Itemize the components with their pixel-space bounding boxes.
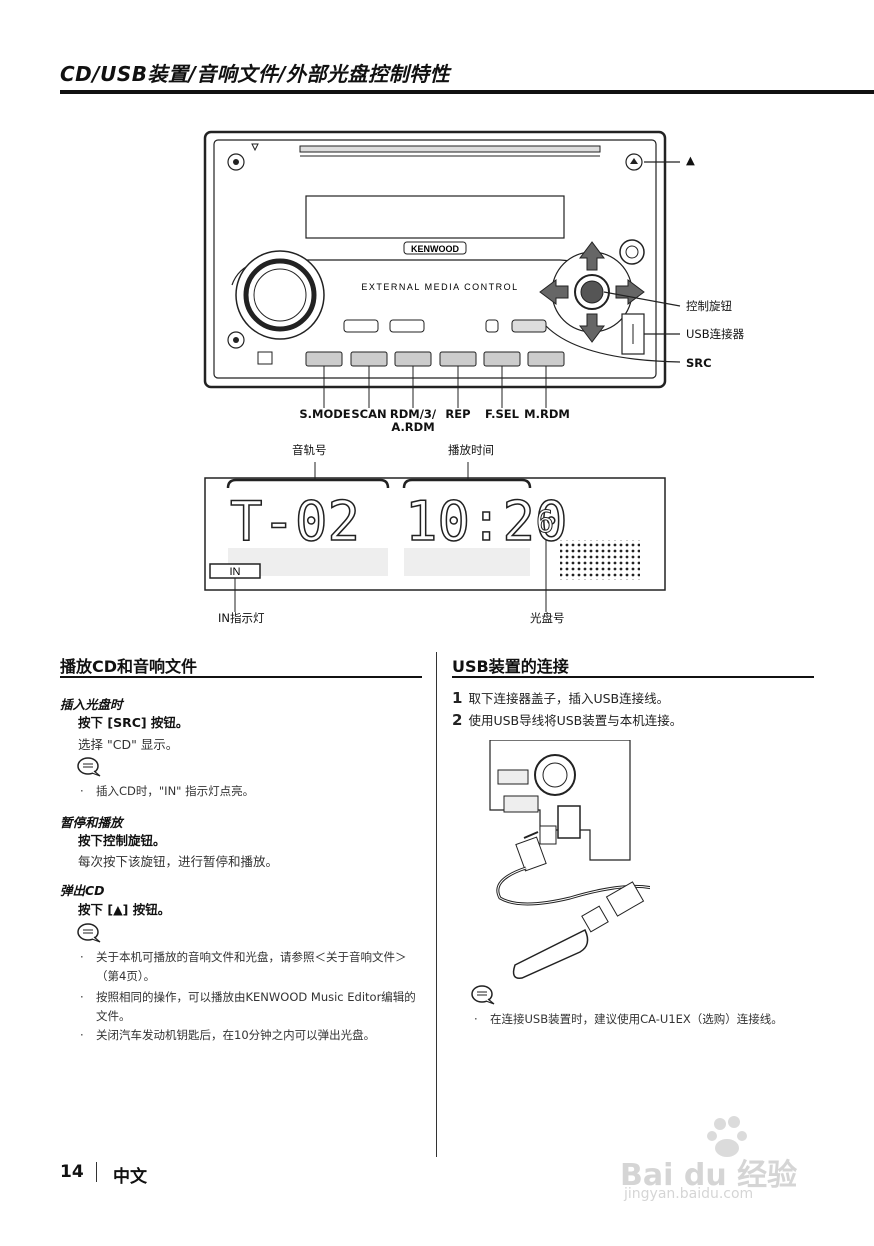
display-figure: 音轨号 播放时间 T-02 10:20 6 IN IN指示灯 光盘号 xyxy=(0,440,874,630)
rep-label: REP xyxy=(445,407,471,421)
preset-keys xyxy=(305,351,565,367)
head-unit-figure: KENWOOD EXTERNAL MEDIA CONTROL xyxy=(0,120,874,440)
left-heading: 播放CD和音响文件 xyxy=(60,657,198,676)
in-indicator: IN xyxy=(230,566,241,578)
play-time-label: 播放时间 xyxy=(448,443,494,457)
watermark: Bai du 经验 jingyan.baidu.com xyxy=(620,1110,820,1210)
usb-connection-illustration xyxy=(489,740,650,979)
eject-note-2: ·按照相同的操作，可以播放由KENWOOD Music Editor编辑的文件。 xyxy=(80,990,416,1023)
digits-left: T-02 xyxy=(230,490,360,553)
mrdm-label: M.RDM xyxy=(524,407,570,421)
pause-title: 暂停和播放 xyxy=(60,815,123,830)
pause-instruction: 按下控制旋钮。 xyxy=(78,833,166,848)
language-label: 中文 xyxy=(113,1167,147,1187)
insert-note: ·插入CD时，"IN" 指示灯点亮。 xyxy=(80,784,255,798)
src-callout: SRC xyxy=(686,356,712,370)
brand-text: KENWOOD xyxy=(411,244,459,254)
note-icon xyxy=(77,757,101,777)
eject-instruction: 按下 [▲] 按钮。 xyxy=(78,902,171,917)
eject-callout: ▲ xyxy=(686,153,695,167)
eject-title: 弹出CD xyxy=(60,883,105,898)
digits-time: 10:20 xyxy=(405,490,568,553)
watermark-url: jingyan.baidu.com xyxy=(624,1186,754,1202)
usb-note: ·在连接USB装置时，建议使用CA-U1EX（选购）连接线。 xyxy=(474,1012,783,1026)
left-heading-rule xyxy=(60,676,422,678)
column-divider xyxy=(436,652,437,1157)
eject-note-1: ·关于本机可播放的音响文件和光盘，请参照＜关于音响文件＞（第4页）。 xyxy=(80,950,407,983)
rdm-label: RDM/3/ A.RDM xyxy=(389,407,437,434)
control-knob-callout: 控制旋钮 xyxy=(686,299,732,313)
paw-icon xyxy=(707,1116,747,1157)
insert-title: 插入光盘时 xyxy=(60,697,123,712)
eject-note-3: ·关闭汽车发动机钥匙后，在10分钟之内可以弹出光盘。 xyxy=(80,1028,376,1042)
page-title: CD/USB装置/音响文件/外部光盘控制特性 xyxy=(60,62,451,86)
pause-desc: 每次按下该旋钮，进行暂停和播放。 xyxy=(78,854,279,869)
digits-disc: 6 xyxy=(536,505,554,540)
right-heading: USB装置的连接 xyxy=(452,657,569,676)
footer-separator xyxy=(96,1162,97,1182)
watermark-brand: Bai du 经验 xyxy=(620,1158,798,1193)
right-heading-rule xyxy=(452,676,814,678)
insert-desc: 选择 "CD" 显示。 xyxy=(78,737,179,752)
smode-label: S.MODE xyxy=(299,407,351,421)
level-meter-dots xyxy=(560,540,640,580)
page-number: 14 xyxy=(60,1162,84,1182)
usb-connector-callout: USB连接器 xyxy=(686,327,745,341)
fsel-label: F.SEL xyxy=(484,407,519,421)
head-unit-illustration: KENWOOD EXTERNAL MEDIA CONTROL xyxy=(203,130,681,408)
display-illustration: T-02 10:20 6 IN xyxy=(204,462,666,612)
scan-label: SCAN xyxy=(351,407,387,421)
note-icon xyxy=(77,923,101,943)
title-rule xyxy=(60,90,874,94)
disc-number-label: 光盘号 xyxy=(530,611,565,625)
track-number-label: 音轨号 xyxy=(292,443,327,457)
note-icon xyxy=(471,985,495,1005)
in-indicator-label: IN指示灯 xyxy=(218,611,265,625)
panel-text: EXTERNAL MEDIA CONTROL xyxy=(361,282,518,292)
insert-instruction: 按下 [SRC] 按钮。 xyxy=(78,715,189,730)
